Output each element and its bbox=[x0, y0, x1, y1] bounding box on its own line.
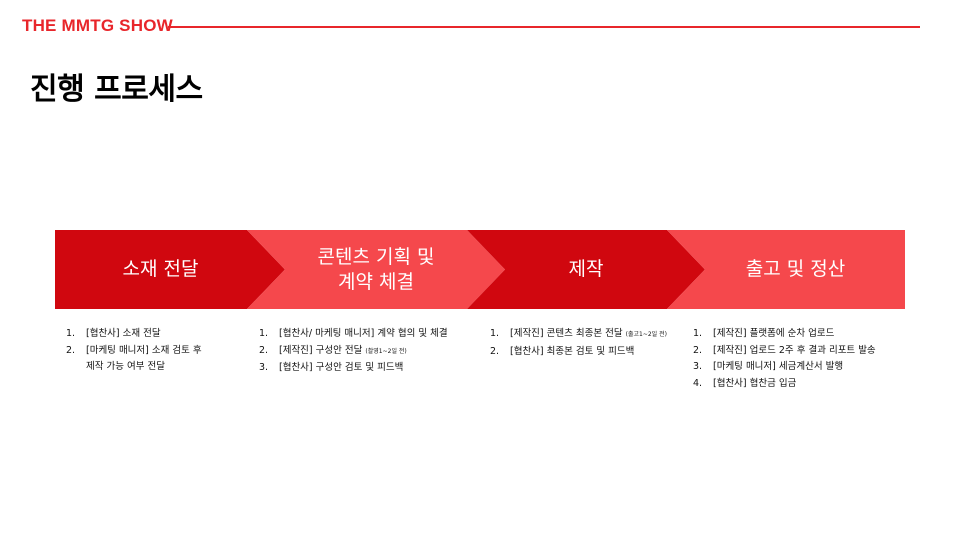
list-item: 1.[협찬사] 소재 전달 bbox=[66, 328, 161, 339]
step-label-3: 제작 bbox=[568, 258, 604, 281]
step-shape-2 bbox=[247, 230, 505, 309]
list-item: 1.[제작진] 플랫폼에 순차 업로드 bbox=[693, 328, 835, 339]
list-item: 2.[마케팅 매니저] 소재 검토 후 제작 가능 여부 전달 bbox=[66, 344, 202, 373]
step-label-2: 콘텐츠 기획 및 계약 체결 bbox=[317, 246, 435, 293]
step-shape-3 bbox=[467, 230, 705, 309]
step-shape-4 bbox=[667, 230, 905, 309]
details-list-1: 1.[협찬사] 소재 전달 2.[마케팅 매니저] 소재 검토 후 제작 가능 … bbox=[66, 326, 246, 376]
list-item: 2.[제작진] 구성안 전달 (촬영1~2일 전) bbox=[259, 344, 407, 356]
step-label-4: 출고 및 정산 bbox=[745, 258, 846, 281]
step-label-1: 소재 전달 bbox=[122, 258, 199, 281]
brand-logo-text: THE MMTG SHOW bbox=[22, 16, 173, 35]
details-list-3: 1.[제작진] 콘텐츠 최종본 전달 (출고1~2일 전) 2.[협찬사] 최종… bbox=[490, 326, 690, 360]
list-item: 2.[제작진] 업로드 2주 후 결과 리포트 발송 bbox=[693, 344, 876, 356]
list-item: 4.[협찬사] 협찬금 입금 bbox=[693, 377, 797, 389]
list-item: 3.[마케팅 매니저] 세금계산서 발행 bbox=[693, 361, 844, 372]
list-item: 1.[제작진] 콘텐츠 최종본 전달 (출고1~2일 전) bbox=[490, 328, 667, 339]
list-item: 1.[협찬사/ 마케팅 매니저] 계약 협의 및 체결 bbox=[259, 328, 448, 339]
list-item: 3.[협찬사] 구성안 검토 및 피드백 bbox=[259, 362, 404, 373]
details-list-4: 1.[제작진] 플랫폼에 순차 업로드 2.[제작진] 업로드 2주 후 결과 … bbox=[693, 326, 913, 392]
process-arrows bbox=[55, 230, 905, 309]
process-flow: 소재 전달 콘텐츠 기획 및 계약 체결 제작 출고 및 정산 bbox=[55, 230, 905, 309]
header-divider bbox=[168, 26, 920, 28]
details-list-2: 1.[협찬사/ 마케팅 매니저] 계약 협의 및 체결 2.[제작진] 구성안 … bbox=[259, 326, 484, 377]
list-item: 2.[협찬사] 최종본 검토 및 피드백 bbox=[490, 345, 635, 357]
page-title: 진행 프로세스 bbox=[30, 72, 203, 107]
step-shape-1 bbox=[55, 230, 285, 309]
